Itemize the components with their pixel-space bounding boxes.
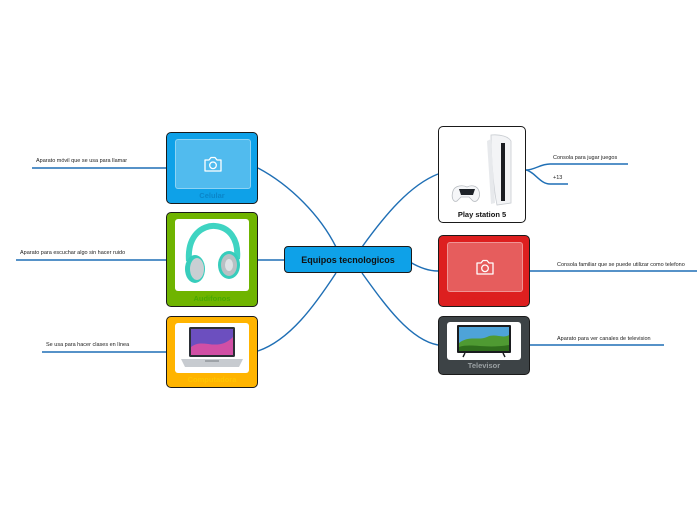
note-celular: Aparato móvil que se usa para llamar <box>36 158 128 164</box>
playstation-image <box>445 131 519 209</box>
television-icon <box>457 325 511 358</box>
node-audifonos[interactable]: Audifonos <box>166 212 258 307</box>
node-label: Nintendo switch <box>455 294 513 303</box>
note-nintendo: Consola familiar que se puede utilizar c… <box>557 262 685 268</box>
node-label: Play station 5 <box>457 210 507 219</box>
playstation-console-icon <box>451 134 512 206</box>
node-label: Computadora <box>187 375 237 384</box>
headphones-icon <box>185 222 241 283</box>
image-placeholder[interactable] <box>447 242 523 292</box>
node-label: Celular <box>199 191 225 200</box>
node-label: Audifonos <box>193 294 231 303</box>
link-televisor <box>361 272 439 346</box>
television-image <box>447 322 521 360</box>
note-computadora: Se usa para hacer clases en línea <box>46 342 130 348</box>
note-playstation-1: Consola para jugar juegos <box>553 155 618 161</box>
link-nintendo <box>409 261 439 272</box>
central-topic[interactable]: Equipos tecnologicos <box>284 246 412 273</box>
note-televisor: Aparato para ver canales de television <box>557 336 651 342</box>
node-playstation[interactable]: Play station 5 <box>438 126 526 223</box>
link-computadora <box>257 272 337 352</box>
laptop-image <box>175 323 249 373</box>
image-placeholder[interactable] <box>175 139 251 189</box>
node-celular[interactable]: Celular <box>166 132 258 204</box>
node-televisor[interactable]: Televisor <box>438 316 530 375</box>
camera-icon <box>476 259 494 275</box>
note-playstation-2: +13 <box>553 175 563 181</box>
node-label: Televisor <box>467 361 501 370</box>
node-computadora[interactable]: Computadora <box>166 316 258 388</box>
headphones-image <box>175 219 249 291</box>
camera-icon <box>204 156 222 172</box>
link-note-ps-1 <box>525 163 628 171</box>
link-playstation <box>361 173 439 248</box>
node-nintendo[interactable]: Nintendo switch <box>438 235 530 307</box>
link-note-ps-2 <box>525 169 568 185</box>
note-audifonos: Aparato para escuchar algo sin hacer rui… <box>20 250 126 256</box>
link-celular <box>257 167 337 248</box>
laptop-icon <box>181 327 243 367</box>
